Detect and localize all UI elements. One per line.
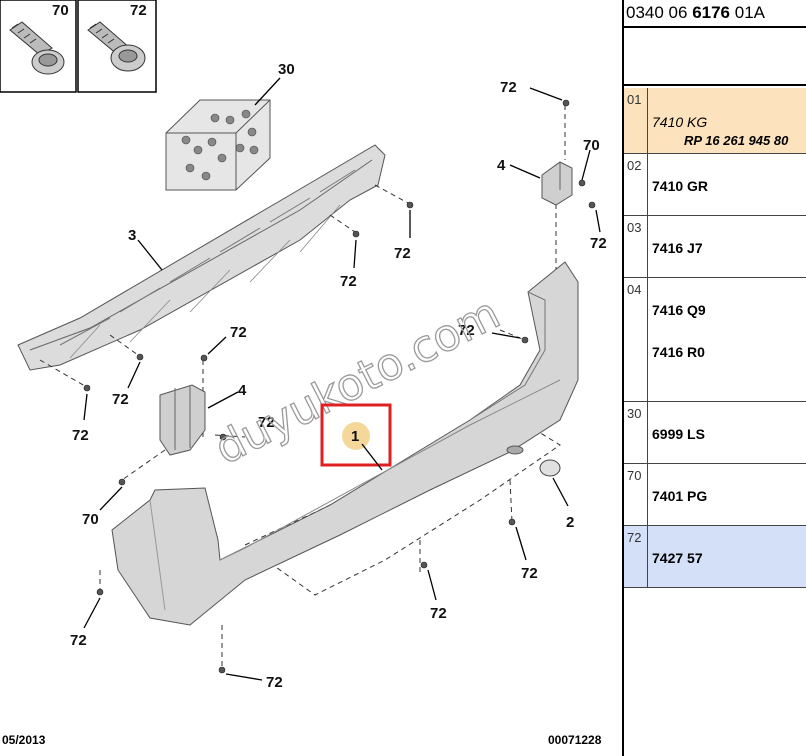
part-4-bracket-left[interactable] xyxy=(159,384,206,456)
callout-2: 2 xyxy=(566,514,574,531)
parts-row-02[interactable]: 02 7410 GR xyxy=(624,154,806,216)
callout-72-j: 72 xyxy=(70,632,87,649)
row-part-code: 7401 PG xyxy=(652,488,708,504)
callout-72-f: 72 xyxy=(230,324,247,341)
row-code: 02 xyxy=(624,154,648,215)
reference-box xyxy=(624,26,806,86)
callout-1: 1 xyxy=(351,428,359,445)
row-code: 03 xyxy=(624,216,648,277)
thumbnail-screw-70[interactable] xyxy=(0,0,77,93)
callout-72-e: 72 xyxy=(458,322,475,339)
row-part-code: 7410 GR xyxy=(652,178,709,194)
row-code: 30 xyxy=(624,402,648,463)
diagram-canvas: 70 72 30 3 xyxy=(0,0,607,691)
callout-4-right: 4 xyxy=(497,157,506,174)
screw-70-icon xyxy=(9,21,65,75)
callout-3: 3 xyxy=(128,227,136,244)
screw-72-icon xyxy=(87,21,146,72)
row-part-code: 7416 J7 xyxy=(652,240,703,256)
row-code: 04 xyxy=(624,278,648,401)
footer-drawing-number: 00071228 xyxy=(548,733,602,747)
callout-72-i: 72 xyxy=(258,414,275,431)
callout-72-g: 72 xyxy=(112,391,129,408)
row-part-code: 7416 Q9 xyxy=(652,302,706,318)
part-1-rear-bumper[interactable] xyxy=(111,261,579,626)
callout-72-k: 72 xyxy=(266,674,283,691)
leader-lines xyxy=(83,87,601,681)
footer-date: 05/2013 xyxy=(2,733,46,747)
callout-1-circle[interactable] xyxy=(342,422,370,450)
parts-row-70[interactable]: 70 7401 PG xyxy=(624,464,806,526)
row-reference: RP 16 261 945 80 xyxy=(684,133,789,148)
part-4-bracket-right[interactable] xyxy=(541,161,573,206)
row-code: 01 xyxy=(624,88,648,153)
panel-divider xyxy=(622,0,624,756)
parts-row-03[interactable]: 03 7416 J7 xyxy=(624,216,806,278)
row-part-code: 7410 KG xyxy=(652,114,708,130)
part-2-cap[interactable] xyxy=(539,459,561,477)
callout-72-a: 72 xyxy=(500,79,517,96)
parts-diagram: 70 72 30 3 xyxy=(0,0,607,747)
screw-markers xyxy=(83,99,596,674)
part-3-impact-beam[interactable] xyxy=(17,144,386,371)
callout-4-left: 4 xyxy=(238,382,247,399)
callout-30: 30 xyxy=(278,61,295,78)
callout-70-b: 70 xyxy=(82,511,99,528)
callout-72-m: 72 xyxy=(521,565,538,582)
callout-72-thumb: 72 xyxy=(130,2,147,19)
callout-72-d: 72 xyxy=(340,273,357,290)
selection-box xyxy=(320,403,392,467)
callout-72-b: 72 xyxy=(590,235,607,252)
row-part-code-alt: 7416 R0 xyxy=(652,344,705,360)
row-code: 72 xyxy=(624,526,648,587)
row-part-code: 7427 57 xyxy=(652,550,703,566)
callout-70-thumb: 70 xyxy=(52,2,69,19)
callout-70-a: 70 xyxy=(583,137,600,154)
row-part-code: 6999 LS xyxy=(652,426,705,442)
parts-row-72[interactable]: 72 7427 57 xyxy=(624,526,806,588)
row-code: 70 xyxy=(624,464,648,525)
callout-72-c: 72 xyxy=(394,245,411,262)
parts-row-01[interactable]: 01 7410 KG RP 16 261 945 80 xyxy=(624,88,806,154)
parts-row-04[interactable]: 04 7416 Q9 7416 R0 xyxy=(624,278,806,402)
part-30-clip-kit[interactable] xyxy=(165,99,271,191)
callout-72-l: 72 xyxy=(430,605,447,622)
thumbnail-screw-72[interactable] xyxy=(77,0,157,93)
reference-number: 0340 06 6176 01A xyxy=(626,3,765,22)
callout-72-h: 72 xyxy=(72,427,89,444)
parts-row-30[interactable]: 30 6999 LS xyxy=(624,402,806,464)
parts-list-panel: 0340 06 6176 01A 01 7410 KG RP 16 261 94… xyxy=(624,0,806,756)
